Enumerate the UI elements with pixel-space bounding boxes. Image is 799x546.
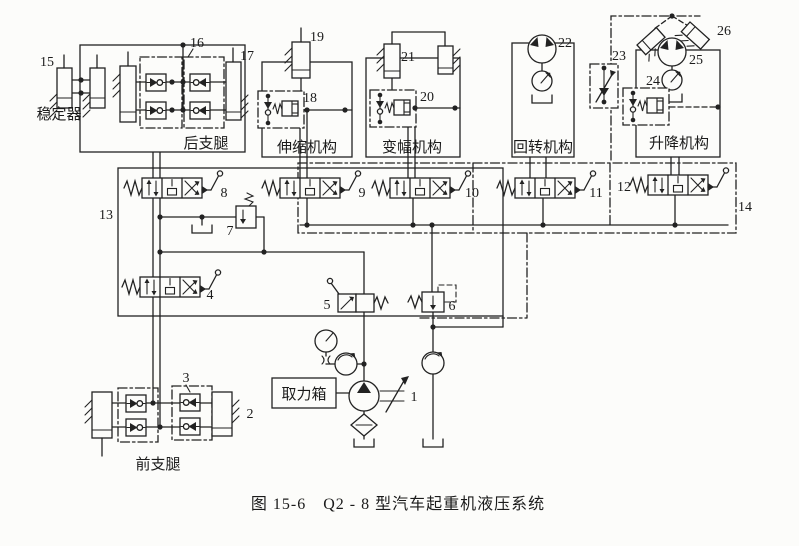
relief-valve-7 bbox=[191, 192, 257, 234]
part-number-16: 16 bbox=[190, 36, 204, 51]
brake-cylinder-26-right bbox=[674, 21, 711, 50]
part-number-5: 5 bbox=[324, 298, 331, 313]
front-outrigger-cylinder-right bbox=[211, 391, 240, 437]
luffing-mechanism-group bbox=[365, 31, 461, 158]
directional-valve-8 bbox=[123, 170, 224, 199]
directional-valve-10 bbox=[371, 170, 472, 199]
part-number-20: 20 bbox=[420, 90, 434, 105]
rotation-indicator bbox=[661, 69, 683, 91]
luffing-cylinder-21 bbox=[376, 31, 401, 79]
enclosure-13 bbox=[117, 167, 504, 317]
group-label-hoisting: 升降机构 bbox=[649, 135, 709, 152]
stabilizer-group bbox=[49, 54, 106, 118]
unloading-valve-6 bbox=[407, 284, 457, 313]
part-number-7: 7 bbox=[227, 224, 234, 239]
group-label-luffing: 变幅机构 bbox=[382, 139, 442, 156]
auxiliary-pump bbox=[334, 352, 358, 376]
pto-box bbox=[271, 377, 337, 409]
pump-group bbox=[271, 329, 445, 448]
slewing-motor-22 bbox=[527, 34, 557, 64]
group-label-telescopic: 伸缩机构 bbox=[277, 139, 337, 156]
directional-valve-9 bbox=[261, 170, 362, 199]
part-number-8: 8 bbox=[221, 186, 228, 201]
drain-symbol bbox=[531, 94, 553, 104]
part-number-11: 11 bbox=[589, 186, 602, 201]
rear-outrigger-cylinder-17 bbox=[225, 47, 249, 121]
pilot-check-box-right bbox=[183, 56, 225, 129]
pilot-check-valve bbox=[189, 73, 211, 92]
pilot-check-valve bbox=[125, 394, 147, 413]
hoist-motor-25 bbox=[657, 37, 687, 67]
part-number-18: 18 bbox=[303, 91, 317, 106]
tank-symbol bbox=[422, 438, 444, 448]
part-number-22: 22 bbox=[558, 36, 572, 51]
throttle-valve-23 bbox=[589, 63, 619, 109]
pilot-check-valve bbox=[179, 417, 201, 436]
pilot-check-valve bbox=[189, 101, 211, 120]
part-number-2: 2 bbox=[247, 407, 254, 422]
part-number-15: 15 bbox=[40, 55, 54, 70]
pilot-check-valve bbox=[179, 393, 201, 412]
control-valve-bank bbox=[123, 167, 730, 199]
front-outrigger-group bbox=[84, 384, 240, 457]
filter bbox=[349, 413, 379, 437]
part-number-14: 14 bbox=[738, 200, 752, 215]
group-label-rear-outrigger: 后支腿 bbox=[183, 135, 228, 152]
telescopic-cylinder-19 bbox=[284, 27, 311, 79]
pilot-check-box-left bbox=[139, 56, 183, 129]
pressure-gauge bbox=[314, 329, 338, 365]
part-number-6: 6 bbox=[449, 299, 456, 314]
part-number-13: 13 bbox=[99, 208, 113, 223]
part-number-21: 21 bbox=[401, 50, 415, 65]
hoisting-mechanism-group bbox=[589, 13, 721, 161]
shutoff-valve-5 bbox=[326, 277, 389, 313]
rear-outrigger-group bbox=[79, 42, 249, 153]
part-number-4: 4 bbox=[207, 288, 214, 303]
part-number-10: 10 bbox=[465, 186, 479, 201]
balance-valve-18 bbox=[257, 90, 305, 129]
rotation-indicator bbox=[531, 70, 553, 92]
tank-symbol bbox=[191, 224, 213, 234]
auxiliary-pump-2 bbox=[421, 351, 445, 375]
part-number-25: 25 bbox=[689, 53, 703, 68]
stabilizer-cylinder bbox=[82, 54, 106, 118]
group-label-stabilizer: 稳定器 bbox=[36, 106, 81, 123]
part-number-19: 19 bbox=[310, 30, 324, 45]
rear-outrigger-cylinder-left bbox=[112, 51, 137, 123]
stabilizer-cylinder-15 bbox=[49, 54, 73, 118]
part-number-3: 3 bbox=[183, 371, 190, 386]
junction-dots bbox=[157, 214, 678, 367]
part-number-9: 9 bbox=[359, 186, 366, 201]
main-pump-1 bbox=[348, 376, 409, 413]
slewing-mechanism-group bbox=[511, 34, 575, 158]
telescopic-mechanism-group bbox=[257, 27, 353, 158]
tank-symbol bbox=[353, 438, 375, 448]
balance-valve-20 bbox=[369, 89, 417, 128]
group-label-slewing: 回转机构 bbox=[513, 139, 573, 156]
part-number-26: 26 bbox=[717, 24, 731, 39]
part-number-17: 17 bbox=[240, 49, 254, 64]
pto-box-label: 取力箱 bbox=[281, 386, 326, 403]
front-outrigger-cylinder-left bbox=[84, 391, 113, 457]
pilot-check-valve bbox=[125, 418, 147, 437]
part-number-23: 23 bbox=[612, 49, 626, 64]
part-number-24: 24 bbox=[646, 74, 660, 89]
pilot-check-box-left bbox=[117, 387, 159, 443]
group-label-front-outrigger: 前支腿 bbox=[135, 456, 180, 473]
part-number-12: 12 bbox=[617, 180, 631, 195]
figure-caption: 图 15-6 Q2 - 8 型汽车起重机液压系统 bbox=[251, 495, 545, 513]
pilot-check-valve bbox=[145, 73, 167, 92]
luffing-cylinder bbox=[437, 31, 461, 75]
pilot-check-valve bbox=[145, 101, 167, 120]
part-number-1: 1 bbox=[411, 390, 418, 405]
balance-valve-24 bbox=[622, 87, 670, 126]
